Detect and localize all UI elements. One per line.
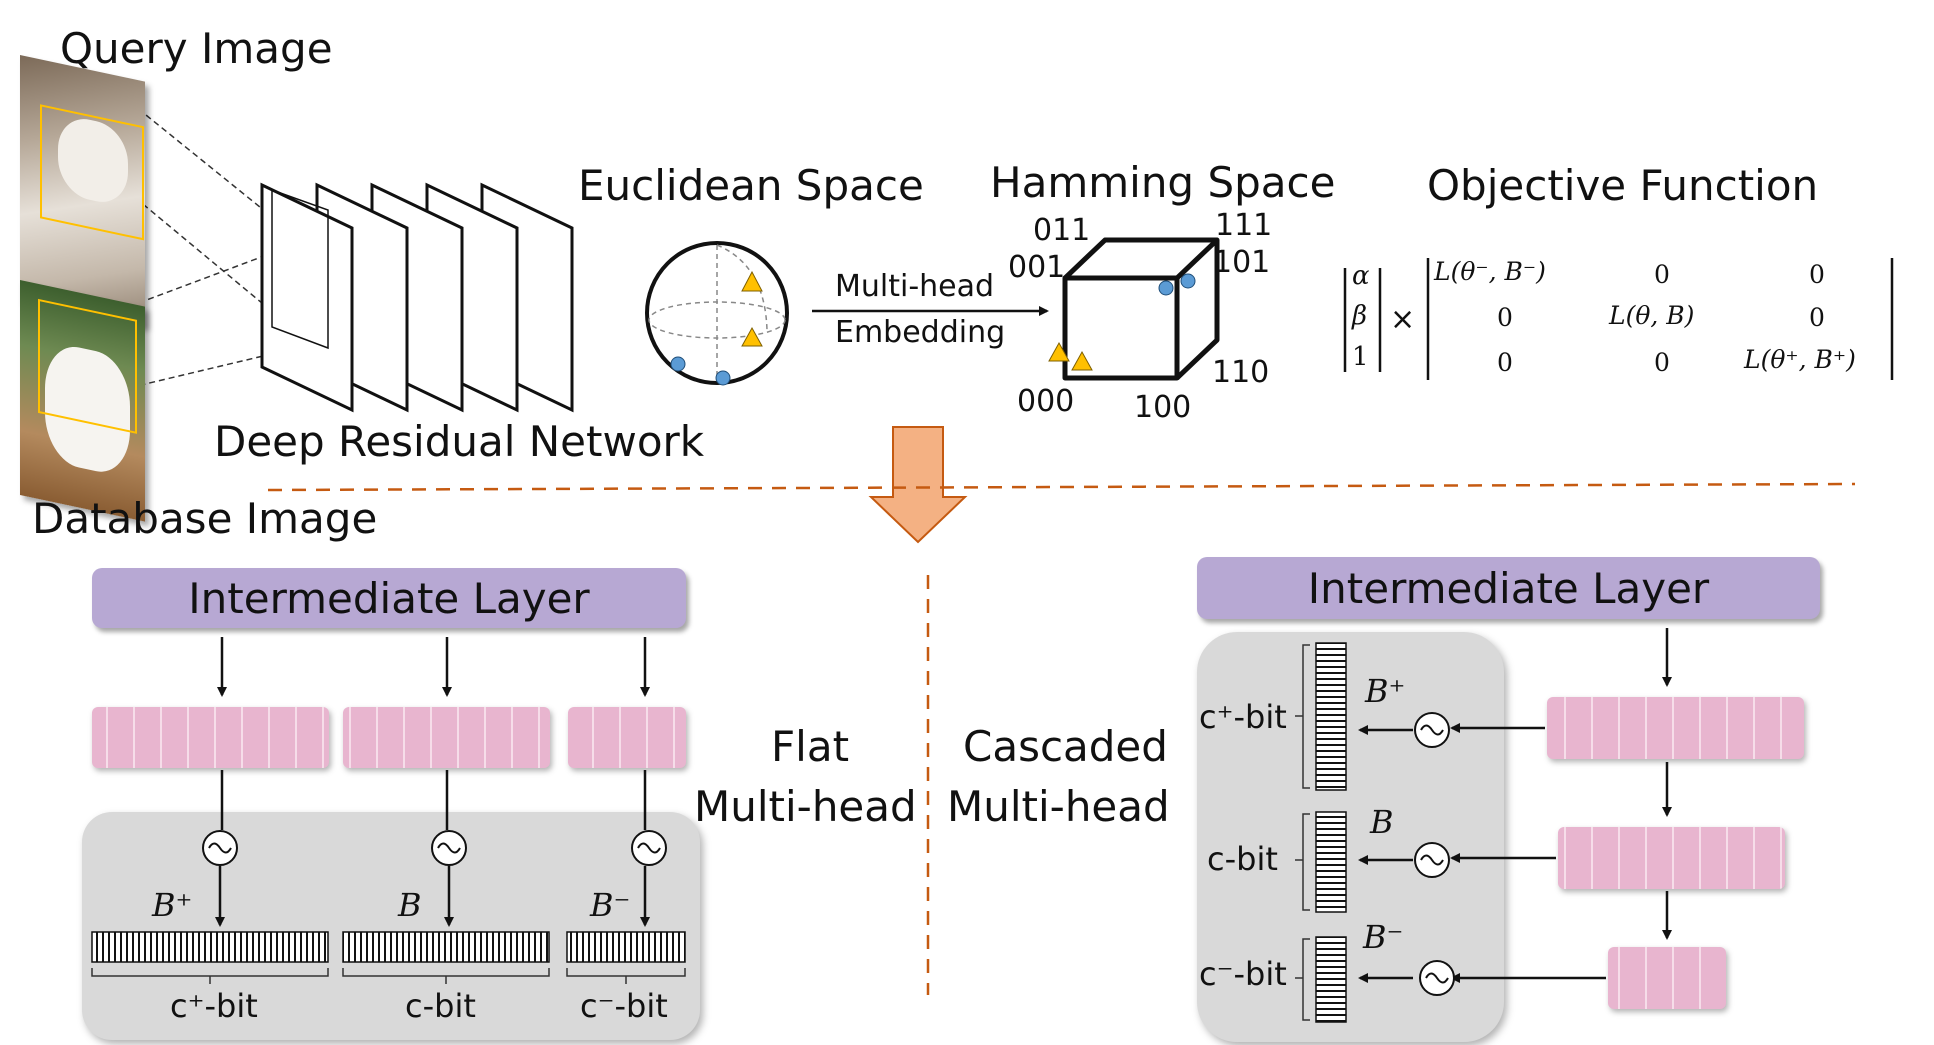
flat-braces (91, 968, 686, 984)
matrix-0-0: L(θ⁻, B⁻) (1434, 257, 1546, 286)
matrix-0-1: 0 (1654, 260, 1670, 289)
flat-caption-line2: Multi-head (694, 782, 917, 831)
matrix-1-2: 0 (1809, 303, 1825, 332)
matrix-2-2: L(θ⁺, B⁺) (1744, 345, 1856, 374)
matrix-brackets (1343, 258, 1894, 380)
matrix-0-2: 0 (1809, 260, 1825, 289)
cascaded-bit-c-minus: c⁻-bit (1199, 955, 1287, 993)
flat-intermediate-layer-label: Intermediate Layer (188, 573, 590, 623)
cascaded-intermediate-layer: Intermediate Layer (1197, 557, 1820, 619)
down-arrow (868, 426, 968, 544)
weight-one: 1 (1352, 342, 1369, 372)
hamming-space-label: Hamming Space (990, 158, 1336, 207)
network-layers (260, 182, 574, 413)
cascaded-arrows-left-2 (1358, 725, 1413, 983)
cascaded-code-b-plus: B⁺ (1365, 672, 1406, 710)
flat-bit-c: c-bit (405, 987, 476, 1025)
cascaded-bit-c-plus: c⁺-bit (1199, 698, 1287, 736)
flat-hash-codes (91, 931, 686, 963)
flat-bit-c-plus: c⁺-bit (170, 987, 258, 1025)
euclidean-sphere (645, 241, 789, 386)
weight-alpha: α (1352, 261, 1370, 291)
vertex-101: 101 (1213, 245, 1271, 280)
weight-beta: β (1352, 301, 1368, 331)
flat-arrows-bottom (215, 866, 650, 927)
times-sign: × (1390, 302, 1416, 337)
vertex-100: 100 (1134, 390, 1192, 425)
hamming-cube (1062, 237, 1220, 381)
flat-code-b: B (398, 886, 422, 924)
query-image-label: Query Image (60, 24, 333, 73)
flat-intermediate-layer: Intermediate Layer (92, 568, 686, 628)
vertex-110: 110 (1212, 355, 1270, 390)
matrix-2-0: 0 (1497, 348, 1513, 377)
cascaded-hash-codes (1315, 642, 1347, 1023)
flat-arrows-mid (220, 770, 647, 830)
embedding-label-line2: Embedding (835, 315, 1006, 350)
matrix-1-0: 0 (1497, 303, 1513, 332)
vertex-000: 000 (1017, 384, 1075, 419)
cascaded-code-b-minus: B⁻ (1363, 918, 1404, 956)
flat-arrows-top (217, 637, 650, 697)
flat-caption-line1: Flat (771, 722, 850, 771)
vertex-011: 011 (1033, 213, 1091, 248)
cascaded-code-b: B (1370, 803, 1394, 841)
cascaded-caption-line1: Cascaded (963, 722, 1168, 771)
vertex-001: 001 (1008, 250, 1066, 285)
vertex-111: 111 (1215, 208, 1273, 243)
cascaded-braces (1295, 644, 1310, 1021)
euclidean-space-label: Euclidean Space (578, 161, 924, 210)
flat-code-b-plus: B⁺ (152, 886, 193, 924)
matrix-2-1: 0 (1654, 348, 1670, 377)
database-image-photo (20, 280, 145, 522)
network-label: Deep Residual Network (214, 417, 705, 466)
cascaded-arrows-left (1450, 723, 1606, 983)
embedding-label-line1: Multi-head (835, 269, 995, 304)
flat-bit-c-minus: c⁻-bit (580, 987, 668, 1025)
cascaded-bit-c: c-bit (1207, 840, 1278, 878)
database-image-label: Database Image (32, 494, 378, 543)
cascaded-caption-line2: Multi-head (947, 782, 1170, 831)
flat-code-b-minus: B⁻ (590, 886, 631, 924)
matrix-1-1: L(θ, B) (1609, 301, 1695, 330)
cascaded-intermediate-layer-label: Intermediate Layer (1307, 563, 1710, 613)
objective-function-label: Objective Function (1427, 161, 1819, 210)
